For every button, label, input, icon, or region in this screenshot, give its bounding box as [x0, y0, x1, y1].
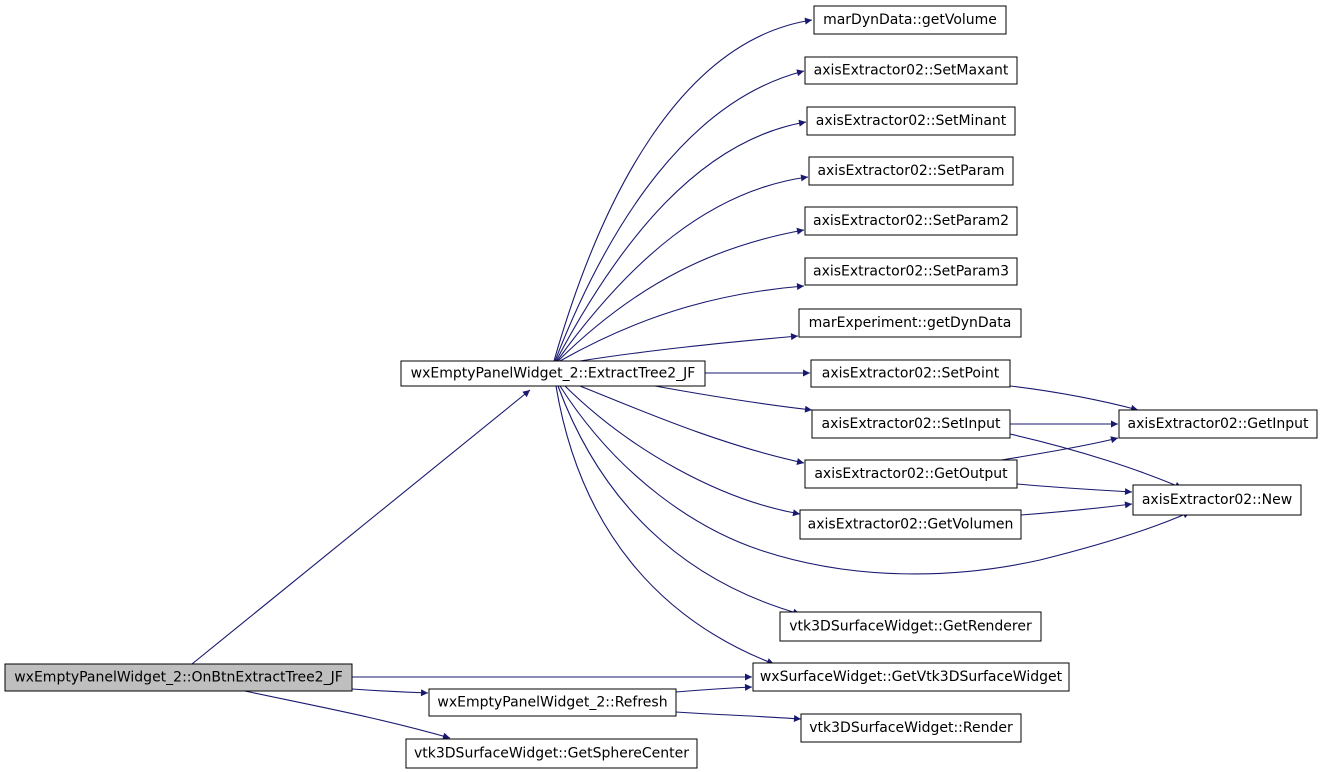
node-sphere[interactable]: vtk3DSurfaceWidget::GetSphereCenter — [405, 738, 698, 769]
edge-extract-setparam3 — [559, 283, 805, 362]
edge-getoutput-new — [1016, 483, 1133, 496]
node-root[interactable]: wxEmptyPanelWidget_2::OnBtnExtractTree2_… — [4, 663, 353, 692]
edge-getoutput-getinput — [989, 436, 1119, 463]
edge-extract-setmaxant — [554, 69, 805, 362]
edge-getvolumen-new — [1020, 501, 1133, 516]
edge-root-extract — [191, 389, 531, 665]
edge-refresh-getvtk — [675, 683, 753, 693]
edge-extract-new — [559, 385, 1191, 575]
node-setparam-label: axisExtractor02::SetParam — [817, 163, 1004, 179]
node-getoutput-label: axisExtractor02::GetOutput — [814, 466, 1008, 482]
node-sphere-label: vtk3DSurfaceWidget::GetSphereCenter — [414, 746, 689, 762]
edge-extract-getvtk — [555, 385, 775, 665]
node-getvolumen-label: axisExtractor02::GetVolumen — [808, 517, 1014, 533]
node-getvtk[interactable]: wxSurfaceWidget::GetVtk3DSurfaceWidget — [752, 662, 1070, 692]
node-setparam2-label: axisExtractor02::SetParam2 — [813, 213, 1009, 229]
node-getoutput[interactable]: axisExtractor02::GetOutput — [804, 459, 1018, 489]
node-getvolumen[interactable]: axisExtractor02::GetVolumen — [799, 509, 1022, 540]
node-getdyndata[interactable]: marExperiment::getDynData — [798, 308, 1022, 338]
edge-refresh-render — [675, 711, 802, 722]
edge-extract-setminant — [555, 119, 807, 362]
edge-extract-getvolume — [553, 17, 813, 362]
edge-root-refresh — [351, 688, 429, 697]
node-setmaxant[interactable]: axisExtractor02::SetMaxant — [804, 56, 1018, 85]
node-setpoint[interactable]: axisExtractor02::SetPoint — [810, 359, 1011, 388]
edge-extract-setinput — [654, 385, 813, 413]
node-refresh[interactable]: wxEmptyPanelWidget_2::Refresh — [428, 688, 677, 717]
node-setparam3[interactable]: axisExtractor02::SetParam3 — [804, 257, 1018, 286]
node-setparam3-label: axisExtractor02::SetParam3 — [813, 264, 1009, 280]
node-getrenderer[interactable]: vtk3DSurfaceWidget::GetRenderer — [779, 611, 1042, 642]
node-setminant-label: axisExtractor02::SetMinant — [816, 113, 1007, 129]
node-new-label: axisExtractor02::New — [1142, 492, 1292, 508]
node-getvolume-label: marDynData::getVolume — [823, 12, 997, 28]
node-extract-label: wxEmptyPanelWidget_2::ExtractTree2_JF — [411, 366, 696, 382]
node-render[interactable]: vtk3DSurfaceWidget::Render — [800, 713, 1022, 743]
node-getrenderer-label: vtk3DSurfaceWidget::GetRenderer — [789, 619, 1032, 635]
edge-extract-getoutput — [579, 385, 805, 465]
node-getdyndata-label: marExperiment::getDynData — [809, 315, 1012, 331]
node-getinput[interactable]: axisExtractor02::GetInput — [1118, 409, 1318, 439]
edge-setpoint-getinput — [1009, 385, 1139, 412]
node-refresh-label: wxEmptyPanelWidget_2::Refresh — [437, 695, 667, 711]
node-setinput[interactable]: axisExtractor02::SetInput — [811, 409, 1011, 439]
node-root-label: wxEmptyPanelWidget_2::OnBtnExtractTree2_… — [14, 670, 343, 686]
edge-extract-setparam2 — [557, 227, 805, 362]
node-setparam[interactable]: axisExtractor02::SetParam — [808, 156, 1014, 186]
node-setinput-label: axisExtractor02::SetInput — [822, 416, 1002, 432]
edge-extract-setparam — [556, 174, 809, 362]
edge-root-sphere — [239, 689, 451, 740]
edge-extract-getrenderer — [557, 385, 801, 616]
node-render-label: vtk3DSurfaceWidget::Render — [809, 720, 1013, 736]
edge-extract-getdyndata — [579, 333, 799, 362]
node-setparam2[interactable]: axisExtractor02::SetParam2 — [804, 206, 1018, 236]
edge-setinput-new — [1009, 433, 1183, 489]
node-getinput-label: axisExtractor02::GetInput — [1128, 416, 1309, 432]
node-setpoint-label: axisExtractor02::SetPoint — [822, 366, 1000, 382]
node-setminant[interactable]: axisExtractor02::SetMinant — [806, 106, 1016, 136]
node-getvtk-label: wxSurfaceWidget::GetVtk3DSurfaceWidget — [760, 669, 1063, 685]
node-getvolume[interactable]: marDynData::getVolume — [813, 5, 1007, 35]
node-setmaxant-label: axisExtractor02::SetMaxant — [814, 63, 1009, 79]
edge-extract-getvolumen — [564, 385, 801, 517]
node-extract[interactable]: wxEmptyPanelWidget_2::ExtractTree2_JF — [400, 360, 706, 387]
node-new[interactable]: axisExtractor02::New — [1132, 484, 1302, 516]
